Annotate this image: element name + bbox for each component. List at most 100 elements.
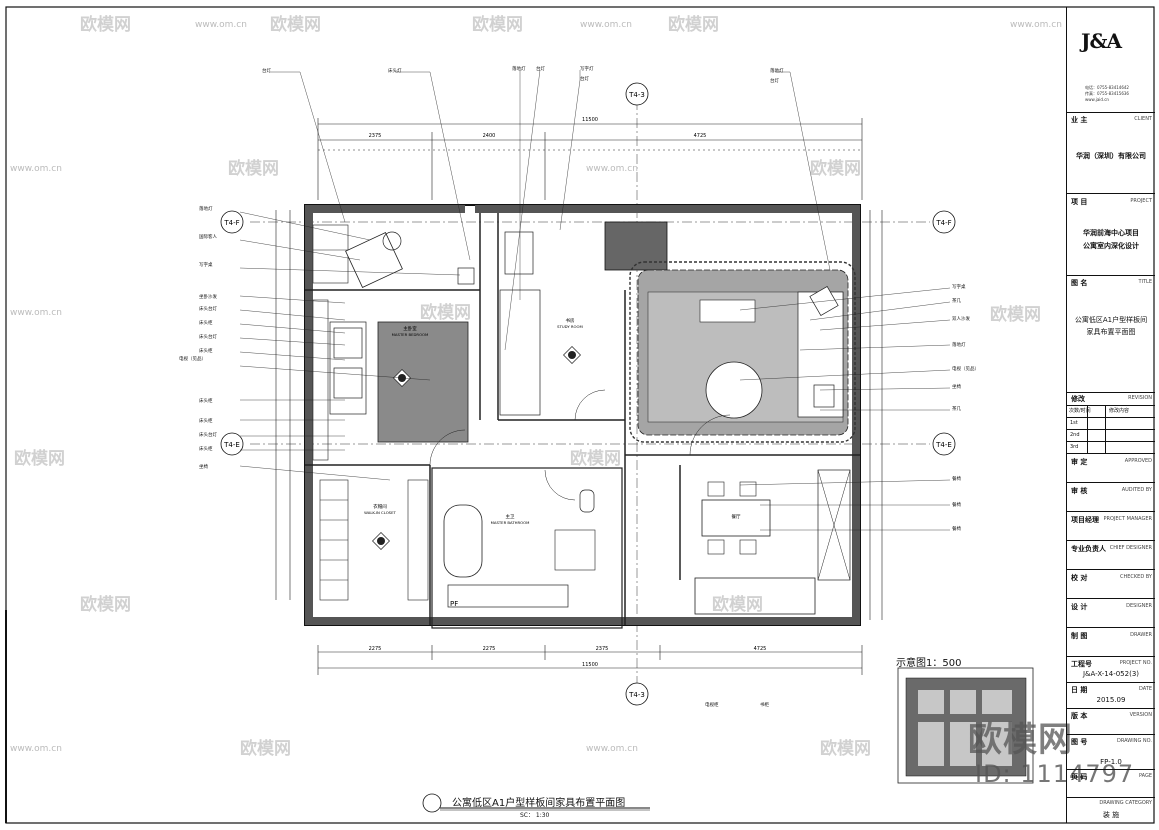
callout-left-4: 坐卧沙发: [199, 295, 217, 300]
watermark-10: 欧模网: [80, 595, 131, 615]
svg-text:T4-E: T4-E: [935, 441, 952, 449]
right-leaders: [739, 287, 951, 531]
kitchen-counter: [694, 577, 816, 615]
dim-top-1: 2375: [369, 133, 382, 139]
callout-left-9: 电视（见品）: [179, 357, 206, 362]
bottom-dimensions: [317, 645, 863, 675]
client-label: 业 主: [1071, 116, 1088, 124]
bathroom-frame: [431, 467, 623, 629]
role-7-label: 制 图: [1071, 632, 1088, 640]
project-value-1: 华润前海中心项目: [1083, 229, 1139, 237]
room-label-bathroom-en: MASTER BATHROOM: [491, 520, 530, 525]
role-6-en: DESIGNER: [1126, 603, 1152, 609]
callout-left-8: 床头柜: [199, 349, 213, 354]
revision-en: REVISION: [1128, 395, 1152, 401]
room-label-study-en: STUDY ROOM: [557, 324, 583, 329]
coffee-table: [705, 361, 763, 419]
study-desk: [457, 231, 541, 416]
drawing-scale: SC： 1:30: [520, 812, 550, 819]
callout-left-1: 落地灯: [199, 207, 213, 212]
grid-tag-t4-e-left: T4-E: [220, 432, 244, 456]
callout-left-5: 床头台灯: [199, 307, 217, 312]
room-label-bathroom-cn: 主卫: [506, 513, 515, 520]
top-callout-6: 台灯: [580, 77, 589, 82]
watermark-1: 欧模网: [80, 15, 131, 35]
room-label-closet-cn: 衣帽间: [373, 503, 387, 510]
watermark-9: 欧模网: [570, 449, 621, 469]
watermark-url-6: www.om.cn: [1010, 20, 1062, 30]
rev-row-2: 2nd: [1070, 432, 1080, 438]
callout-right-3: 双人沙发: [952, 317, 970, 322]
role-7-en: DRAWER: [1130, 632, 1152, 638]
callout-left-12: 床头台灯: [199, 433, 217, 438]
contact-line-1: 电话：0755-83414642: [1085, 85, 1129, 90]
callout-left-11: 床头柜: [199, 419, 213, 424]
bathtub: [443, 504, 483, 578]
floor-lamp-bedroom: [382, 231, 402, 251]
drawing-no-en: DRAWING NO.: [1117, 738, 1152, 744]
category-en: DRAWING CATEGORY: [1099, 800, 1152, 806]
page-en: PAGE: [1138, 773, 1152, 779]
top-callout-2: 床头灯: [388, 69, 402, 74]
top-callout-1: 台灯: [262, 69, 271, 74]
left-leaders: [239, 211, 461, 481]
callout-right-4: 电视（见品）: [952, 367, 979, 372]
top-callout-8: 台灯: [770, 79, 779, 84]
wall-fill: [305, 205, 860, 625]
dim-bottom-2: 2275: [483, 646, 496, 652]
watermark-url-8: www.om.cn: [586, 744, 638, 754]
dining-table: [701, 499, 771, 537]
role-4-en: CHIEF DESIGNER: [1109, 545, 1152, 551]
grid-axis-lines: [250, 100, 930, 700]
watermark-url-7: www.om.cn: [10, 744, 62, 754]
door-swings: [429, 389, 731, 501]
callout-right-2: 茶几: [952, 299, 961, 304]
role-5-label: 校 对: [1071, 574, 1088, 582]
watermark-url-1: www.om.cn: [195, 20, 247, 30]
callout-right-9: 餐椅: [952, 503, 961, 508]
drawing-en: TITLE: [1138, 279, 1152, 285]
top-leaders: [270, 69, 831, 351]
overall-dimension-top: 11500: [582, 117, 598, 123]
bed: [329, 321, 367, 415]
inset-title: 示意图1：500: [896, 658, 962, 669]
callout-right-1: 写字桌: [952, 285, 966, 290]
drawing-title-bar: [422, 793, 650, 813]
category-value: 装 施: [1102, 811, 1120, 819]
vanity: [447, 584, 569, 608]
callout-left-13: 床头柜: [199, 447, 213, 452]
project-value-2: 公寓室内深化设计: [1083, 242, 1139, 250]
room-marker-closet: [372, 532, 390, 550]
drawing-value-1: 公寓低区A1户型样板间: [1074, 316, 1148, 324]
top-dimensions: [317, 118, 863, 200]
dim-bottom-1: 2275: [369, 646, 382, 652]
svg-text:T4-F: T4-F: [223, 219, 239, 227]
role-2-label: 审 核: [1071, 487, 1088, 495]
callout-right-8: 餐椅: [952, 477, 961, 482]
room-marker-study: [563, 346, 581, 364]
project-en: PROJECT: [1130, 198, 1152, 204]
contact-line-2: 传真：0755-83415636: [1085, 91, 1129, 96]
dim-top-3: 4725: [694, 133, 707, 139]
page-label: 页 码: [1071, 773, 1088, 781]
watermark-2: 欧模网: [270, 15, 321, 35]
title-block: J&A 电话：0755-83414642 传真：0755-83415636 ww…: [1066, 7, 1155, 823]
project-no-en: PROJECT NO.: [1119, 660, 1152, 666]
living-rug-border: [629, 261, 856, 443]
role-4-label: 专业负责人: [1071, 545, 1106, 553]
version-label: 版 本: [1071, 712, 1088, 720]
drawing-title: 公寓低区A1户型样板间家具布置平面图: [452, 798, 626, 809]
rev-row-3: 3rd: [1070, 444, 1079, 450]
client-en: CLIENT: [1134, 116, 1152, 122]
drawing-value-2: 家具布置平面图: [1086, 328, 1136, 336]
armchair-2: [813, 384, 835, 408]
watermark-url-5: www.om.cn: [10, 308, 62, 318]
date-value: 2015.09: [1096, 696, 1126, 704]
role-3-en: PROJECT MANAGER: [1103, 516, 1152, 522]
rev-col-2: 修改内容: [1109, 408, 1130, 414]
callout-right-7: 茶几: [952, 407, 961, 412]
lounge-chair: [345, 232, 403, 288]
big-watermark: 欧模网: [968, 720, 1073, 760]
storage-cabinet: [817, 469, 851, 581]
